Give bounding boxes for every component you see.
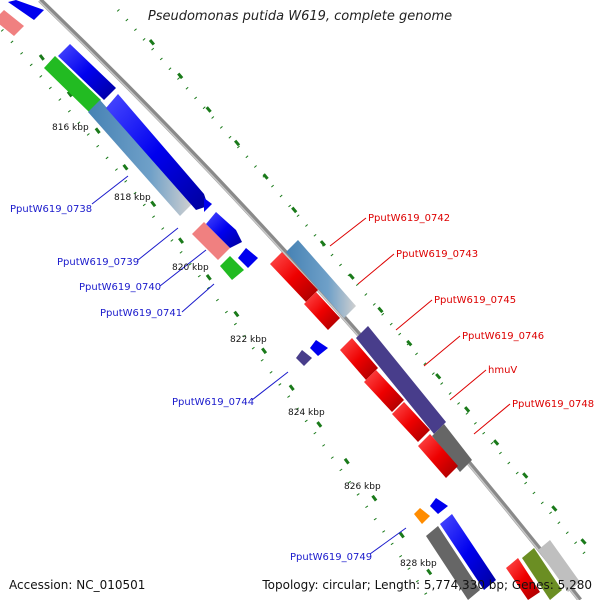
gene-purple-0744: [296, 350, 312, 366]
gene-olive-bottom: [522, 548, 562, 600]
gene-red-0742: [270, 252, 318, 302]
gene-red-0743: [304, 292, 340, 330]
leader-0742: [329, 217, 367, 247]
blue-leader-lines: [91, 175, 407, 555]
inner-gene-track: [0, 0, 496, 600]
leader-0741: [181, 283, 215, 313]
blue-gene-labels: PputW619_0738 PputW619_0739 PputW619_074…: [10, 204, 372, 563]
tick-label: 822 kbp: [230, 335, 267, 345]
gene-label-0743: PputW619_0743: [396, 249, 478, 260]
tick-label: 824 kbp: [288, 408, 325, 418]
tick-labels: 816 kbp 818 kbp 820 kbp 822 kbp 824 kbp …: [52, 123, 437, 569]
gene-red-bottom: [506, 558, 540, 600]
gene-green-0738: [44, 56, 101, 112]
gene-label-0741: PputW619_0741: [100, 308, 182, 319]
topology-text: Topology: circular; Length: 5,774,330 bp…: [262, 578, 592, 592]
leader-0746: [423, 335, 461, 367]
tick-label: 816 kbp: [52, 123, 89, 133]
gene-red-0748: [418, 434, 458, 478]
gene-blue-long: [106, 94, 208, 210]
gene-steel-0738: [88, 100, 192, 216]
genome-backbone: [38, 0, 582, 600]
outer-gene-track: [270, 240, 580, 600]
accession-text: Accession: NC_010501: [9, 578, 146, 592]
leader-0739: [137, 227, 179, 261]
tick-label: 820 kbp: [172, 263, 209, 273]
gene-blue-0739: [206, 212, 242, 248]
gene-label-0740: PputW619_0740: [79, 282, 161, 293]
gene-gray-bottom: [426, 526, 480, 600]
gene-blue-0749: [430, 498, 448, 514]
gene-orange-0749: [414, 508, 430, 524]
gene-purple-0745: [356, 326, 446, 434]
map-title: Pseudomonas putida W619, complete genome: [147, 9, 453, 24]
leader-0745: [395, 299, 433, 331]
gene-label-0748: PputW619_0748: [512, 399, 594, 410]
gene-label-0738: PputW619_0738: [10, 204, 92, 215]
leader-0749: [369, 527, 407, 555]
gene-pink-0739: [192, 222, 230, 260]
tick-label: 828 kbp: [400, 559, 437, 569]
gene-blue-small: [204, 198, 212, 212]
dotted-track-outer: [116, 9, 592, 561]
gene-label-0746: PputW619_0746: [462, 331, 544, 342]
gene-pink-top: [0, 10, 24, 36]
gene-label-0739: PputW619_0739: [57, 257, 139, 268]
gene-blue-upper: [58, 44, 116, 100]
gene-green-0740: [220, 256, 244, 280]
gene-label-0744: PputW619_0744: [172, 397, 254, 408]
gene-blue-0740: [238, 248, 258, 268]
gene-red-0746: [364, 370, 404, 412]
tick-label: 818 kbp: [114, 193, 151, 203]
dotted-track-inner: [0, 29, 432, 600]
gene-red-hmuV: [392, 402, 430, 442]
red-gene-labels: PputW619_0742 PputW619_0743 PputW619_074…: [368, 213, 594, 410]
gene-label-hmuV: hmuV: [488, 365, 517, 376]
leader-0748: [473, 403, 511, 435]
leader-hmuV: [449, 369, 487, 401]
gene-label-0742: PputW619_0742: [368, 213, 450, 224]
gene-blue-0744: [310, 340, 328, 356]
gene-gray-0748: [432, 424, 472, 472]
leader-0740: [159, 249, 207, 287]
dash-track-outer: [148, 39, 600, 561]
leader-0738: [91, 175, 129, 205]
dash-track-inner: [38, 54, 452, 600]
leader-0743: [357, 253, 395, 285]
gene-gray-olive-bottom: [538, 540, 580, 592]
gene-blue-top: [8, 0, 44, 20]
gene-blue-bottom: [440, 514, 496, 590]
tick-label: 826 kbp: [344, 482, 381, 492]
gene-label-0745: PputW619_0745: [434, 295, 516, 306]
gene-red-0745: [340, 338, 378, 380]
leader-0744: [251, 371, 289, 401]
gene-label-0749: PputW619_0749: [290, 552, 372, 563]
gene-steel-0742: [286, 240, 356, 318]
red-leader-lines: [329, 217, 511, 435]
